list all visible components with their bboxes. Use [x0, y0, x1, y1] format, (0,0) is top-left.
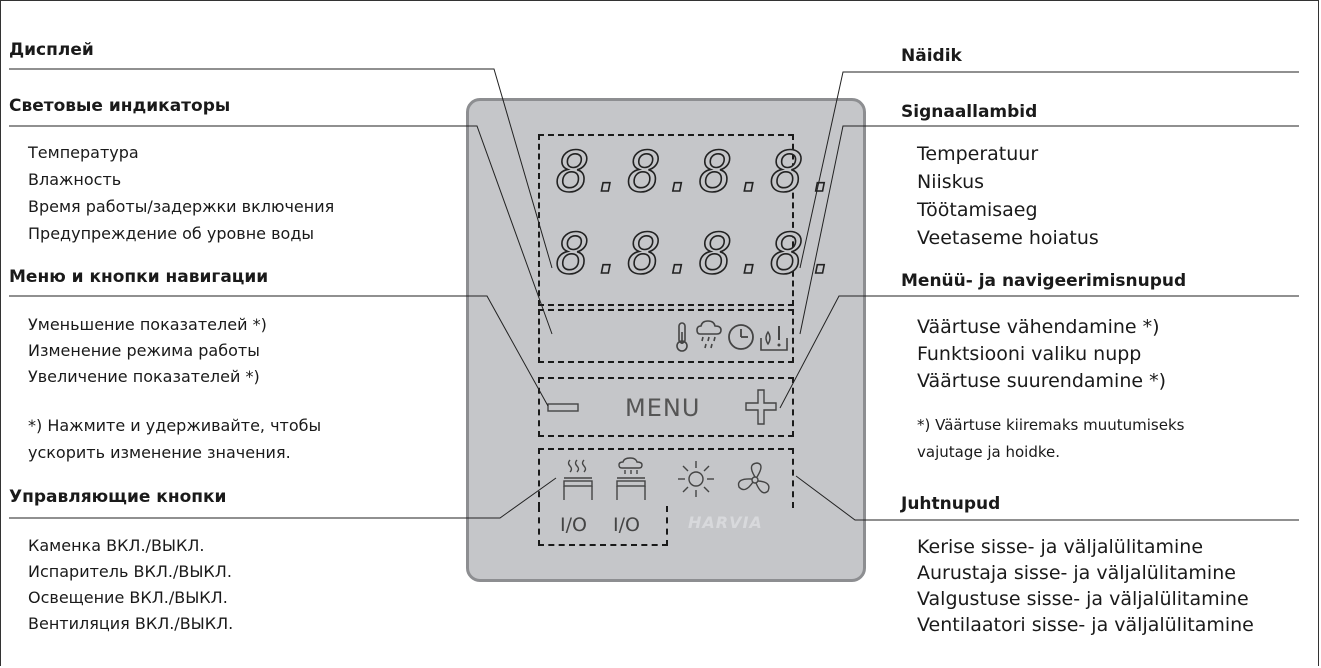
display-row-1: 8.8.8.8. [555, 139, 842, 206]
right-indicator-time: Töötamisaeg [917, 199, 1038, 221]
leader-left-menu [9, 295, 549, 407]
left-control-heading: Управляющие кнопки [9, 487, 227, 507]
heater-io-label: I/O [560, 514, 587, 536]
left-indicator-time: Время работы/задержки включения [28, 197, 335, 216]
leader-left-controls [9, 477, 557, 519]
display-region [538, 134, 794, 306]
left-indicators-heading: Световые индикаторы [9, 96, 231, 116]
fan-icon[interactable] [735, 460, 775, 500]
left-menu-mode: Изменение режима работы [28, 341, 260, 360]
steamer-icon[interactable] [613, 456, 649, 502]
brand-logo: HARVIA [688, 513, 763, 532]
left-note-line-1: *) Нажмите и удерживайте, чтобы [28, 416, 322, 435]
right-control-fan: Ventilaatori sisse- ja väljalülitamine [917, 614, 1254, 636]
minus-icon [547, 403, 579, 412]
leader-left-indicators [9, 125, 553, 335]
light-icon[interactable] [676, 459, 716, 499]
right-indicators-heading: Signaallambid [901, 102, 1038, 122]
right-indicator-water: Veetaseme hoiatus [917, 227, 1099, 249]
leader-right-indicators [799, 125, 1299, 335]
left-indicator-temperature: Температура [28, 143, 139, 162]
menu-button[interactable]: MENU [625, 394, 701, 422]
menu-region [538, 377, 794, 437]
left-indicator-water: Предупреждение об уровне воды [28, 224, 315, 243]
leader-left-display [9, 68, 553, 269]
left-control-heater: Каменка ВКЛ./ВЫКЛ. [28, 536, 205, 555]
right-menu-mode: Funktsiooni valiku nupp [917, 343, 1142, 365]
control-region [538, 448, 794, 508]
left-menu-decrease: Уменьшение показателей *) [28, 315, 267, 334]
left-menu-increase: Увеличение показателей *) [28, 367, 260, 386]
leader-right-menu [779, 295, 1299, 409]
right-control-heading: Juhtnupud [901, 494, 1001, 514]
left-indicator-humidity: Влажность [28, 170, 122, 189]
indicator-region [538, 309, 794, 363]
left-note-line-2: ускорить изменение значения. [28, 443, 291, 462]
leader-right-display [799, 71, 1299, 269]
left-display-heading: Дисплей [9, 40, 94, 60]
right-control-light: Valgustuse sisse- ja väljalülitamine [917, 588, 1249, 610]
control-region-lower [538, 506, 668, 546]
thermometer-icon [676, 322, 688, 352]
heater-icon[interactable] [560, 456, 596, 502]
right-display-heading: Näidik [901, 46, 962, 66]
plus-icon[interactable] [744, 387, 778, 427]
left-control-light: Освещение ВКЛ./ВЫКЛ. [28, 588, 228, 607]
right-menu-heading: Menüü- ja navigeerimisnupud [901, 271, 1187, 291]
right-control-steamer: Aurustaja sisse- ja väljalülitamine [917, 562, 1236, 584]
right-control-heater: Kerise sisse- ja väljalülitamine [917, 536, 1204, 558]
left-menu-heading: Меню и кнопки навигации [9, 267, 269, 287]
left-control-fan: Вентиляция ВКЛ./ВЫКЛ. [28, 614, 234, 633]
left-control-steamer: Испаритель ВКЛ./ВЫКЛ. [28, 562, 232, 581]
display-row-2: 8.8.8.8. [555, 221, 842, 288]
clock-icon [728, 324, 754, 350]
right-note-line-1: *) Väärtuse kiiremaks muutumiseks [917, 416, 1185, 434]
water-level-warning-icon [760, 326, 788, 351]
right-menu-increase: Väärtuse suurendamine *) [917, 370, 1167, 392]
humidity-icon [696, 320, 722, 349]
steamer-io-label: I/O [613, 514, 640, 536]
control-panel [466, 98, 866, 582]
right-note-line-2: vajutage ja hoidke. [917, 443, 1060, 461]
right-indicator-humidity: Niiskus [917, 171, 985, 193]
leader-right-controls [795, 475, 1299, 521]
right-indicator-temperature: Temperatuur [917, 143, 1039, 165]
right-menu-decrease: Väärtuse vähendamine *) [917, 316, 1160, 338]
